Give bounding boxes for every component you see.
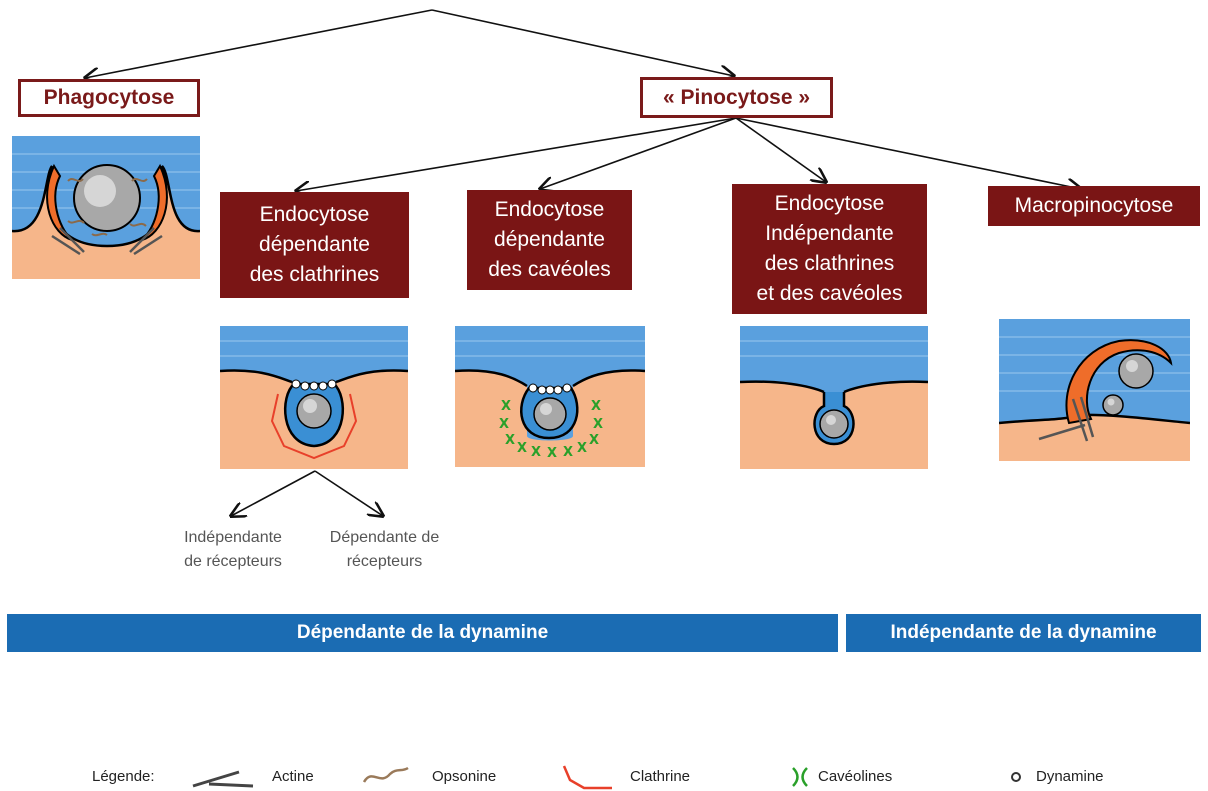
- legend-opsonin-label: Opsonine: [432, 768, 497, 785]
- phagocytose-label: Phagocytose: [43, 86, 175, 109]
- dynamin-independent-label: Indépendante de la dynamine: [890, 622, 1157, 643]
- legend-dynamin-label: Dynamine: [1036, 768, 1104, 785]
- legend-caveolin-label: Cavéolines: [818, 768, 893, 785]
- pinocytose-box: « Pinocytose »: [640, 77, 833, 118]
- macro-line-1: Macropinocytose: [1014, 194, 1174, 217]
- svg-text:X: X: [505, 433, 515, 448]
- arrow-pino-macro: [735, 117, 1081, 189]
- legend-actin-label: Actine: [272, 768, 314, 785]
- svg-text:X: X: [589, 433, 599, 448]
- svg-text:X: X: [547, 446, 557, 461]
- dynamin-dependent-label: Dépendante de la dynamine: [296, 622, 549, 643]
- caveolae-pathway-box: Endocytose dépendante des cavéoles: [467, 190, 632, 290]
- dynamin-independent-band: Indépendante de la dynamine: [846, 614, 1201, 652]
- receptor-independent-line-2: de récepteurs: [184, 553, 282, 570]
- independent-line-4: et des cavéoles: [756, 282, 903, 305]
- legend-clathrin-label: Clathrine: [630, 768, 691, 785]
- receptor-dependent-line-2: récepteurs: [346, 553, 423, 570]
- clathrin-pathway-box: Endocytose dépendante des clathrines: [220, 192, 409, 298]
- caveolin-icon: [792, 767, 808, 787]
- arrow-root-pino: [431, 9, 734, 76]
- independent-illustration: [740, 326, 928, 469]
- opsonin-icon: [362, 766, 409, 783]
- independent-line-1: Endocytose: [774, 192, 885, 215]
- receptor-dependent-label: Dépendante de récepteurs: [312, 526, 457, 574]
- arrow-split-left: [231, 470, 316, 516]
- receptor-dependent-line-1: Dépendante de: [329, 529, 440, 546]
- svg-text:X: X: [591, 399, 601, 414]
- pinocytose-label: « Pinocytose »: [662, 85, 811, 109]
- dynamin-icon: [1011, 772, 1021, 782]
- actin-icon: [192, 770, 254, 788]
- caveolae-line-2: dépendante: [494, 228, 605, 251]
- svg-text:X: X: [517, 441, 527, 456]
- arrow-pino-caveolae: [540, 117, 737, 189]
- svg-text:X: X: [563, 445, 573, 460]
- caveolae-line-3: des cavéoles: [488, 258, 611, 281]
- independent-pathway-box: Endocytose Indépendante des clathrines e…: [732, 184, 927, 314]
- clathrin-line-1: Endocytose: [259, 203, 370, 226]
- arrow-root-phago: [85, 9, 433, 78]
- independent-line-2: Indépendante: [765, 222, 894, 245]
- phagocytose-illustration: [12, 136, 200, 279]
- legend-title: Légende:: [92, 768, 155, 785]
- receptor-independent-label: Indépendante de récepteurs: [168, 526, 298, 574]
- svg-text:X: X: [577, 441, 587, 456]
- clathrin-illustration: [220, 326, 408, 469]
- arrow-pino-clathrin: [296, 117, 737, 191]
- arrow-pino-independent: [735, 117, 826, 182]
- clathrin-line-2: dépendante: [259, 233, 370, 256]
- svg-text:X: X: [531, 445, 541, 460]
- svg-text:X: X: [499, 417, 509, 432]
- receptor-independent-line-1: Indépendante: [184, 529, 282, 546]
- caveolae-line-1: Endocytose: [494, 198, 605, 221]
- clathrin-line-3: des clathrines: [249, 263, 380, 286]
- macropinocytosis-box: Macropinocytose: [988, 186, 1200, 226]
- clathrin-icon: [562, 765, 612, 790]
- arrow-split-right: [314, 470, 383, 516]
- phagocytose-box: Phagocytose: [18, 79, 200, 117]
- svg-text:X: X: [593, 417, 603, 432]
- macropinocytosis-illustration: [999, 319, 1190, 461]
- independent-line-3: des clathrines: [764, 252, 895, 275]
- svg-text:X: X: [501, 399, 511, 414]
- dynamin-dependent-band: Dépendante de la dynamine: [7, 614, 838, 652]
